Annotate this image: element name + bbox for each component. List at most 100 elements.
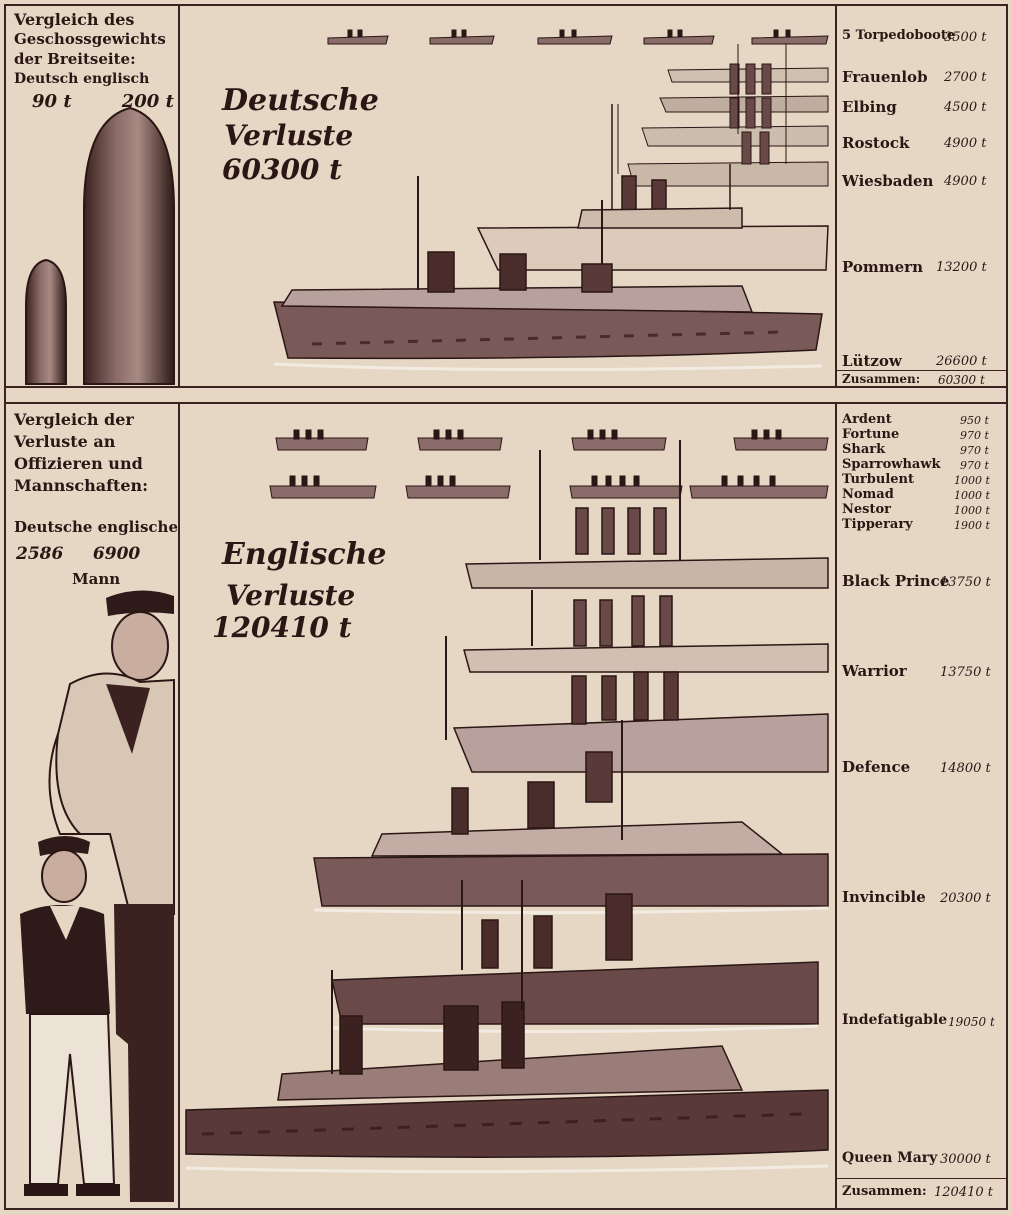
shell-title-line-2: Geschossgewichts <box>14 30 166 48</box>
german-total-label: Zusammen: <box>842 372 921 386</box>
english-small-ship-name: Nestor <box>842 502 891 517</box>
crew-unit: Mann <box>72 570 121 588</box>
german-heading-total: 60300 t <box>222 153 343 186</box>
english-small-ship-tons: 1000 t <box>954 474 990 487</box>
english-small-ship-name: Tipperary <box>842 517 913 532</box>
german-ship-tons: 4500 t <box>944 100 987 115</box>
english-total-label: Zusammen: <box>842 1184 927 1199</box>
english-ship-name: Black Prince <box>842 572 950 590</box>
small-shell-icon <box>25 258 67 385</box>
english-small-ship-tons: 970 t <box>960 429 989 442</box>
destroyer-icon <box>405 485 511 499</box>
german-ship-name: Pommern <box>842 258 923 276</box>
crew-nation-labels: Deutsche englische <box>14 518 178 536</box>
english-small-ship-name: Ardent <box>842 412 892 427</box>
left-column-divider-bottom <box>178 402 180 1210</box>
english-heading-line-1: Englische <box>222 537 387 572</box>
shell-weights: 90 t 200 t <box>32 91 174 112</box>
german-ship-name: Wiesbaden <box>842 172 934 190</box>
english-small-ship-name: Nomad <box>842 487 894 502</box>
shell-title-line-1: Vergleich des <box>14 10 135 29</box>
torpedo-boat-icon <box>429 35 495 45</box>
right-column-divider-bottom <box>835 402 837 1210</box>
english-small-ship-name: Sparrowhawk <box>842 457 941 472</box>
torpedo-boat-icon <box>537 35 613 45</box>
english-ship-tons: 30000 t <box>940 1152 991 1167</box>
shell-title-line-3: der Breitseite: <box>14 50 136 68</box>
german-ship-tons: 4900 t <box>944 174 987 189</box>
german-total-rule <box>837 370 1007 371</box>
english-ship-name: Warrior <box>842 662 907 680</box>
english-total-tons: 120410 t <box>934 1185 993 1200</box>
light-cruisers <box>617 44 829 187</box>
destroyer-icon <box>571 437 667 451</box>
black-prince-ship-icon <box>465 440 829 589</box>
shell-nation-labels: Deutsch englisch <box>14 71 150 87</box>
destroyer-icon <box>569 485 683 499</box>
section-divider-2 <box>4 402 1008 404</box>
rostock-ship-icon <box>641 125 829 147</box>
invincible-ship-icon <box>313 720 829 915</box>
left-column-divider-top <box>178 4 180 386</box>
german-ship-tons: 4900 t <box>944 136 987 151</box>
torpedo-boat-icon <box>643 35 715 45</box>
english-ship-tons: 19050 t <box>948 1015 995 1029</box>
german-ship-name: Rostock <box>842 134 910 152</box>
german-ship-tons: 13200 t <box>936 260 987 275</box>
english-ship-name: Indefatigable <box>842 1012 948 1028</box>
english-small-ship-tons: 1900 t <box>954 519 990 532</box>
section-divider <box>4 386 1008 388</box>
german-ship-tons: 26600 t <box>936 354 987 369</box>
english-heading-total: 120410 t <box>212 611 352 644</box>
torpedo-boat-icon <box>327 35 389 45</box>
german-total-tons: 60300 t <box>938 373 985 387</box>
german-heading-line-1: Deutsche <box>222 83 379 118</box>
english-total-rule <box>837 1178 1007 1179</box>
english-small-ship-name: Shark <box>842 442 886 457</box>
tall-sailor-figure <box>48 590 175 1202</box>
destroyer-icon <box>417 437 503 451</box>
english-ship-tons: 13750 t <box>940 575 991 590</box>
german-ship-name: Frauenlob <box>842 68 928 86</box>
crew-title-line-2: Verluste an <box>14 432 116 451</box>
german-heading-line-2: Verluste <box>224 119 354 152</box>
crew-title-line-1: Vergleich der <box>14 410 134 429</box>
crew-title-line-4: Mannschaften: <box>14 476 149 495</box>
luetzow-ship-icon <box>273 176 823 372</box>
english-small-ship-tons: 950 t <box>960 414 989 427</box>
defence-ship-icon <box>445 636 829 773</box>
english-ship-tons: 14800 t <box>940 761 991 776</box>
german-ship-name: Elbing <box>842 98 897 116</box>
destroyer-icon <box>269 485 377 499</box>
english-small-ship-tons: 1000 t <box>954 504 990 517</box>
english-ship-name: Invincible <box>842 888 926 906</box>
shell-illustration <box>25 106 175 385</box>
destroyer-icon <box>275 437 369 451</box>
elbing-ship-icon <box>659 95 829 113</box>
crew-values: 2586 6900 <box>16 544 141 564</box>
english-small-ship-tons: 970 t <box>960 444 989 457</box>
german-ship-tons: 3500 t <box>944 30 987 45</box>
english-heading-line-2: Verluste <box>226 579 356 612</box>
large-shell-icon <box>83 106 175 385</box>
english-ship-name: Queen Mary <box>842 1150 938 1166</box>
outer-frame <box>4 4 1008 1210</box>
english-ship-tons: 13750 t <box>940 665 991 680</box>
pommern-ship-icon <box>476 104 829 271</box>
english-small-ship-tons: 970 t <box>960 459 989 472</box>
right-column-divider-top <box>835 4 837 386</box>
torpedo-boat-icon <box>751 35 829 45</box>
crew-title-line-3: Offizieren und <box>14 454 143 473</box>
german-ship-name: Lützow <box>842 352 902 370</box>
queen-mary-ship-icon <box>185 930 829 1174</box>
english-small-ship-tons: 1000 t <box>954 489 990 502</box>
torpedo-boats <box>327 29 829 45</box>
english-small-ship-name: Fortune <box>842 427 900 442</box>
english-ships-illustration <box>185 429 829 1174</box>
sailors-illustration <box>20 590 175 1202</box>
german-ships-illustration <box>273 29 829 372</box>
destroyers <box>269 429 829 499</box>
warrior-ship-icon <box>463 590 829 673</box>
english-ship-name: Defence <box>842 758 911 776</box>
